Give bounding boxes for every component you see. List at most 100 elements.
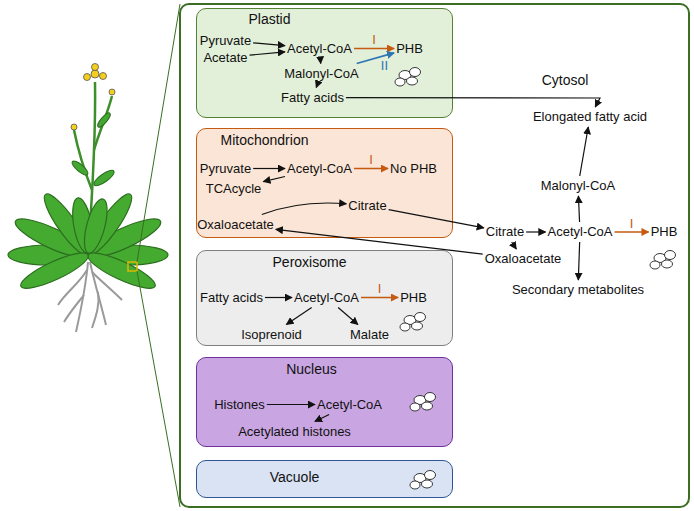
metabolite-text: Acetyl-CoA bbox=[294, 290, 359, 305]
cell-outline: CytosolPlastidPyruvateAcetateAcetyl-CoAP… bbox=[179, 3, 690, 508]
pathway-arrow bbox=[338, 308, 358, 325]
pathway-arrow bbox=[250, 52, 285, 55]
enzyme-label: I bbox=[372, 32, 376, 47]
metabolite-label: Isoprenoid bbox=[241, 327, 302, 343]
leaf bbox=[92, 168, 116, 188]
pathway-arrow bbox=[286, 308, 311, 325]
pathway-arrow bbox=[320, 59, 322, 64]
zoom-line bbox=[137, 271, 180, 507]
metabolite-text: PHB bbox=[396, 41, 423, 56]
flower bbox=[100, 73, 107, 80]
metabolite-text: Malate bbox=[350, 327, 389, 342]
stem-branch bbox=[74, 130, 92, 190]
pathway-arrow bbox=[580, 127, 589, 176]
metabolite-text: Oxaloacetate bbox=[485, 251, 562, 266]
metabolite-label: Acetyl-CoA bbox=[547, 224, 612, 240]
metabolite-label: Fatty acids bbox=[200, 290, 263, 306]
metabolite-label: Oxaloacetate bbox=[197, 217, 274, 233]
metabolite-label: Malonyl-CoA bbox=[541, 178, 615, 194]
pathway-arrow bbox=[357, 53, 394, 64]
leaf bbox=[80, 197, 112, 256]
microbe-icon bbox=[650, 251, 676, 270]
pathway-arrow bbox=[354, 48, 394, 50]
pathway-arrow bbox=[263, 177, 285, 182]
metabolite-text: Secondary metabolites bbox=[512, 282, 644, 297]
leaf bbox=[96, 111, 112, 129]
pathway-arrow bbox=[316, 84, 318, 88]
compartment-title: Nucleus bbox=[286, 361, 337, 378]
metabolite-label: Citrate bbox=[348, 198, 386, 214]
flower bbox=[92, 64, 99, 71]
metabolite-text: Acetyl-CoA bbox=[317, 397, 382, 412]
enzyme-label: II bbox=[381, 58, 388, 73]
root bbox=[64, 295, 84, 322]
pathway-arrow bbox=[578, 196, 579, 222]
compartment-title: Mitochondrion bbox=[221, 132, 309, 149]
enzyme-label: I bbox=[369, 152, 373, 167]
metabolite-label: No PHB bbox=[390, 161, 437, 177]
flower bbox=[109, 89, 115, 95]
metabolite-label: Acetyl-CoA bbox=[287, 161, 352, 177]
metabolite-label: TCAcycle bbox=[206, 181, 262, 197]
metabolite-text: No PHB bbox=[390, 161, 437, 176]
pathway-arrow bbox=[265, 297, 292, 298]
leaf bbox=[17, 247, 92, 295]
root bbox=[92, 292, 99, 328]
pathway-arrow bbox=[262, 203, 347, 215]
microbe-icon bbox=[410, 393, 436, 412]
stem-branch bbox=[94, 96, 112, 150]
metabolite-text: Oxaloacetate bbox=[197, 217, 274, 232]
pathway-arrow bbox=[346, 98, 600, 107]
metabolite-label: PHB bbox=[651, 224, 678, 240]
pathway-arrow bbox=[253, 168, 285, 169]
metabolite-text: PHB bbox=[651, 224, 678, 239]
metabolite-label: Citrate bbox=[486, 224, 524, 240]
microbe-icon bbox=[410, 471, 436, 490]
metabolite-label: Acetyl-CoA bbox=[317, 397, 382, 413]
flower bbox=[91, 70, 99, 78]
microbe-icon bbox=[400, 313, 426, 332]
metabolite-label: Pyruvate bbox=[200, 33, 251, 49]
compartment-title: Vacuole bbox=[270, 469, 320, 486]
metabolite-text: Citrate bbox=[348, 198, 386, 213]
metabolite-label: Malate bbox=[350, 327, 389, 343]
zoom-square bbox=[128, 262, 137, 271]
metabolite-text: Pyruvate bbox=[200, 161, 251, 176]
zoom-line bbox=[137, 4, 180, 262]
compartment-title: Peroxisome bbox=[273, 254, 347, 271]
pathway-arrow bbox=[354, 168, 388, 170]
metabolite-text: Histones bbox=[214, 397, 265, 412]
compartment-box: MitochondrionPyruvate Acetyl-CoA No PHB TCA… bbox=[196, 128, 453, 238]
metabolite-text: Malonyl-CoA bbox=[541, 178, 615, 193]
metabolite-label: Oxaloacetate bbox=[485, 251, 562, 267]
pathway-arrow bbox=[315, 415, 329, 422]
metabolite-text: Fatty acids bbox=[281, 90, 344, 105]
metabolite-text: Elongated fatty acid bbox=[533, 109, 647, 124]
metabolite-text: Acetylated histones bbox=[238, 424, 351, 439]
rosette bbox=[8, 189, 168, 294]
flower bbox=[84, 74, 91, 81]
metabolite-label: Pyruvate bbox=[200, 161, 251, 177]
leaf bbox=[84, 247, 159, 295]
metabolite-text: Isoprenoid bbox=[241, 327, 302, 342]
pathway-arrow bbox=[253, 43, 285, 46]
pathway-arrow bbox=[267, 404, 315, 405]
metabolite-text: Fatty acids bbox=[200, 290, 263, 305]
region-label: Cytosol bbox=[542, 72, 589, 89]
metabolite-label: PHB bbox=[400, 290, 427, 306]
flower bbox=[71, 124, 77, 130]
metabolite-text: Pyruvate bbox=[200, 33, 251, 48]
metabolite-text: TCAcycle bbox=[206, 181, 262, 196]
metabolite-label: Acetyl-CoA bbox=[287, 41, 352, 57]
metabolite-text: Citrate bbox=[486, 224, 524, 239]
microbe-icon bbox=[395, 68, 421, 87]
metabolite-text: Malonyl-CoA bbox=[284, 66, 358, 81]
enzyme-label: I bbox=[378, 281, 382, 296]
metabolite-label: Fatty acids bbox=[281, 90, 344, 106]
pathway-arrow bbox=[361, 297, 398, 299]
compartment-box: PlastidPyruvateAcetateAcetyl-CoAPHBMalon… bbox=[196, 8, 453, 118]
metabolite-label: Acetyl-CoA bbox=[294, 290, 359, 306]
metabolite-label: Secondary metabolites bbox=[512, 282, 644, 298]
metabolite-text: PHB bbox=[400, 290, 427, 305]
pathway-arrow bbox=[389, 210, 484, 228]
